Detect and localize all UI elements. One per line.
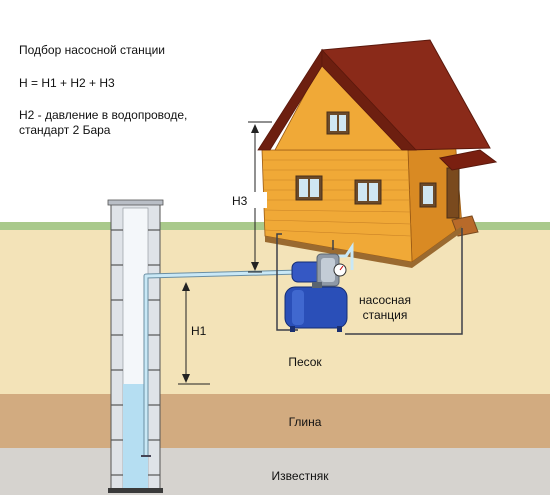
limestone-label: Известняк [272, 469, 330, 483]
house-window-gable [326, 111, 350, 135]
h1-label: H1 [191, 324, 207, 338]
house-window-left [295, 175, 323, 201]
station-label-line1: насосная [359, 293, 411, 307]
well-rings [111, 229, 160, 476]
h1-dimension [178, 282, 210, 385]
clay-layer [0, 394, 550, 448]
formula-text: H = H1 + H2 + H3 [19, 76, 115, 90]
suction-pipe [141, 269, 301, 457]
house-window-side [419, 182, 437, 208]
sand-layer [0, 226, 550, 394]
pumping-station [284, 253, 348, 332]
well-bottom [108, 488, 163, 493]
station-label-line2: станция [363, 308, 408, 322]
sand-label: Песок [288, 355, 322, 369]
house [257, 39, 498, 268]
clay-label: Глина [289, 415, 322, 429]
porch-canopy [438, 149, 498, 171]
well-top-ring [107, 199, 164, 206]
house-plumbing [276, 228, 463, 335]
h2-note-line1: H2 - давление в водопроводе, [19, 108, 188, 122]
house-planks [263, 159, 412, 237]
house-window-right [354, 179, 382, 205]
house-door [446, 167, 460, 219]
roof-front-right [321, 48, 417, 151]
limestone-layer [0, 448, 550, 495]
h3-label: H3 [232, 194, 248, 208]
delivery-pipe [336, 242, 354, 270]
well [107, 199, 164, 493]
diagram-title: Подбор насосной станции [19, 43, 165, 57]
suction-pipe-inner [144, 270, 301, 456]
h2-note-line2: стандарт 2 Бара [19, 123, 111, 137]
house-foundation [265, 226, 462, 268]
